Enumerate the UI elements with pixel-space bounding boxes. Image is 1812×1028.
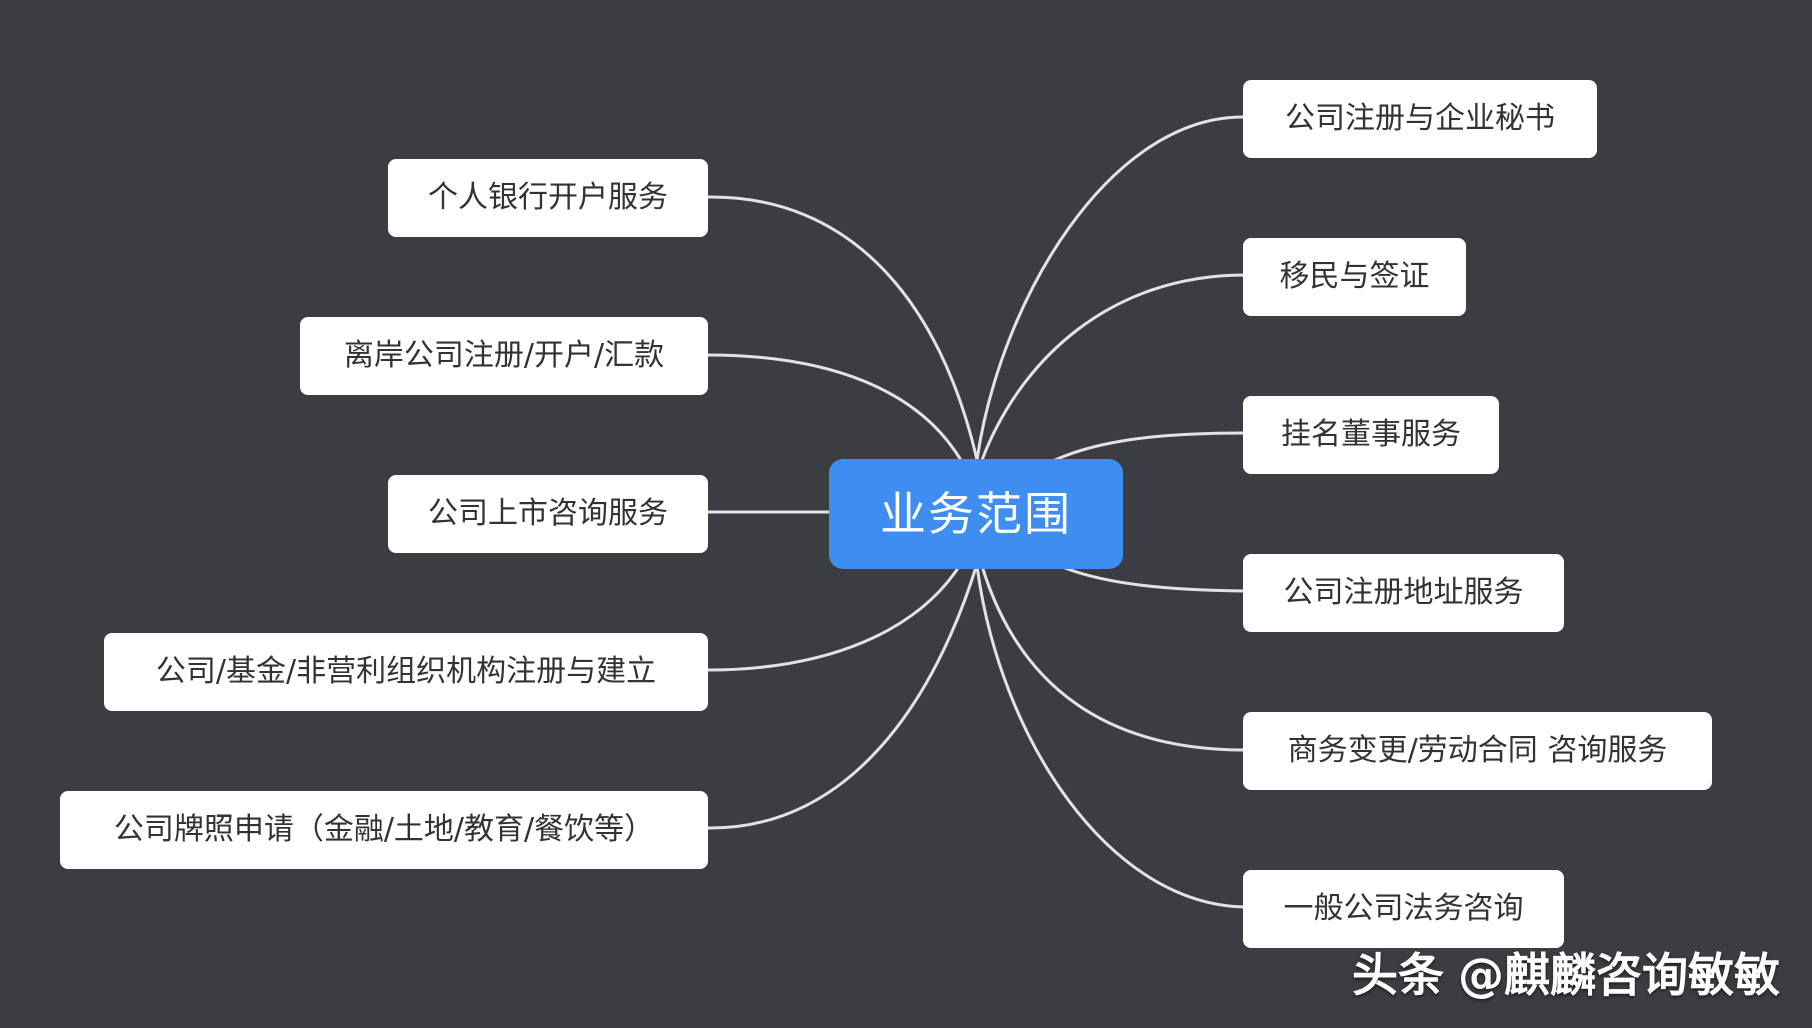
branch-node-personal-bank-account[interactable]: 个人银行开户服务 (388, 159, 708, 237)
connector-left-1 (705, 195, 979, 462)
branch-node-label: 离岸公司注册/开户/汇款 (343, 338, 665, 373)
branch-node-label: 个人银行开户服务 (428, 180, 668, 215)
connector-left-4 (705, 560, 964, 672)
branch-node-nominee-director[interactable]: 挂名董事服务 (1243, 396, 1499, 474)
branch-node-label: 挂名董事服务 (1281, 417, 1461, 452)
branch-node-label: 公司注册与企业秘书 (1285, 101, 1555, 136)
connector-right-1 (975, 115, 1247, 462)
watermark: 头条@麒麟咨询敏敏 (1352, 952, 1780, 998)
branch-node-registered-address[interactable]: 公司注册地址服务 (1243, 554, 1564, 632)
branch-node-label: 公司注册地址服务 (1283, 575, 1524, 610)
branch-node-fund-nonprofit-registration[interactable]: 公司/基金/非营利组织机构注册与建立 (104, 633, 708, 711)
connector-left-5 (705, 562, 979, 830)
branch-node-ipo-consulting[interactable]: 公司上市咨询服务 (388, 475, 708, 553)
watermark-account: @麒麟咨询敏敏 (1458, 948, 1780, 1002)
branch-node-offshore-company[interactable]: 离岸公司注册/开户/汇款 (300, 317, 708, 395)
branch-node-label: 一般公司法务咨询 (1283, 891, 1524, 926)
branch-node-label: 公司/基金/非营利组织机构注册与建立 (155, 654, 657, 689)
watermark-brand: 头条 (1352, 948, 1444, 1002)
branch-node-label: 公司上市咨询服务 (428, 496, 668, 531)
connector-right-5 (980, 564, 1247, 752)
branch-node-company-registration-secretary[interactable]: 公司注册与企业秘书 (1243, 80, 1597, 158)
connector-left-2 (705, 353, 964, 464)
connector-right-6 (975, 564, 1247, 909)
branch-node-label: 公司牌照申请（金融/土地/教育/餐饮等） (113, 812, 655, 847)
branch-node-legal-consulting[interactable]: 一般公司法务咨询 (1243, 870, 1564, 948)
connector-right-2 (980, 273, 1247, 462)
branch-node-license-application[interactable]: 公司牌照申请（金融/土地/教育/餐饮等） (60, 791, 708, 869)
branch-node-label: 移民与签证 (1279, 259, 1430, 294)
connector-right-3 (1053, 431, 1247, 462)
root-node-label: 业务范围 (880, 487, 1072, 541)
branch-node-business-change-contract[interactable]: 商务变更/劳动合同 咨询服务 (1243, 712, 1712, 790)
connector-right-4 (1063, 566, 1247, 593)
root-node[interactable]: 业务范围 (829, 459, 1123, 569)
branch-node-immigration-visa[interactable]: 移民与签证 (1243, 238, 1466, 316)
branch-node-label: 商务变更/劳动合同 咨询服务 (1287, 733, 1668, 768)
